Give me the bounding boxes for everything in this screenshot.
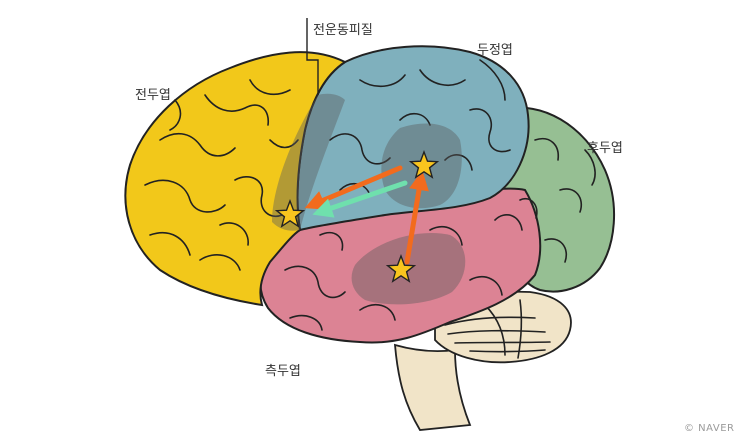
brainstem	[395, 345, 470, 430]
label-occipital: 후두엽	[587, 137, 623, 156]
label-temporal: 측두엽	[265, 360, 301, 379]
label-parietal: 두정엽	[477, 39, 513, 58]
label-frontal: 전두엽	[135, 84, 171, 103]
label-motor-cortex: 전운동피질	[313, 19, 373, 38]
naver-credit: © NAVER	[684, 423, 734, 434]
